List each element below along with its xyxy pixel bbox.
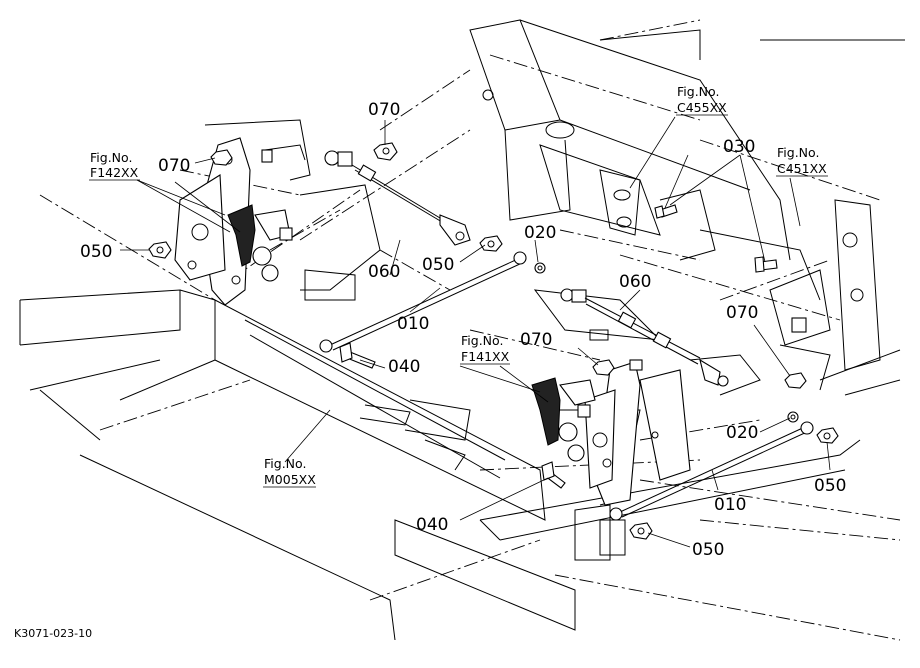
- label-060-right: 060: [619, 272, 651, 292]
- nut-050-right: [816, 427, 839, 444]
- nut-070-right: [784, 372, 807, 389]
- label-050-left: 050: [80, 242, 112, 262]
- figure-references: Fig.No. F142XX Fig.No. C455XX Fig.No. C4…: [89, 84, 828, 488]
- center-lines: [39, 19, 901, 641]
- hardware: [148, 142, 839, 540]
- cable-060-left: [324, 150, 471, 246]
- figref-c455: Fig.No. C455XX: [676, 84, 728, 116]
- figref-m005-prefix: Fig.No.: [264, 456, 306, 471]
- left-lever: [227, 204, 256, 267]
- label-070-right: 070: [726, 303, 758, 323]
- figref-c451-prefix: Fig.No.: [777, 145, 819, 160]
- figref-f141: Fig.No. F141XX: [460, 333, 510, 365]
- figref-f142-code: F142XX: [90, 165, 139, 180]
- nut-070-center: [592, 359, 615, 376]
- nut-050-left: [148, 241, 172, 259]
- right-lever: [531, 377, 561, 446]
- figref-c451: Fig.No. C451XX: [776, 145, 828, 177]
- nut-070-left: [210, 149, 233, 166]
- figref-m005-code: M005XX: [264, 472, 316, 487]
- label-010-right: 010: [714, 495, 746, 515]
- cable-060-right: [560, 288, 729, 387]
- label-040-center: 040: [388, 357, 420, 377]
- figref-f142: Fig.No. F142XX: [89, 150, 140, 181]
- label-050-center: 050: [422, 255, 454, 275]
- label-050-bottom: 050: [692, 540, 724, 560]
- part-labels: 070 070 050 050 020 060 010 040 030 060 …: [80, 100, 846, 560]
- rod-010-right: [609, 421, 814, 521]
- label-060-left: 060: [368, 262, 400, 282]
- label-040-lower: 040: [416, 515, 448, 535]
- leader-lines: [120, 116, 831, 548]
- label-010-center: 010: [397, 314, 429, 334]
- label-070-left: 070: [158, 156, 190, 176]
- label-020-right: 020: [726, 423, 758, 443]
- figref-f142-prefix: Fig.No.: [90, 150, 132, 165]
- label-030: 030: [723, 137, 755, 157]
- figref-c451-code: C451XX: [777, 161, 827, 176]
- rod-010-center: [319, 251, 527, 353]
- label-050-right: 050: [814, 476, 846, 496]
- figref-m005: Fig.No. M005XX: [263, 456, 316, 488]
- figref-f141-code: F141XX: [461, 349, 510, 364]
- left-bracket-assembly: [174, 137, 293, 306]
- figref-f141-prefix: Fig.No.: [461, 333, 503, 348]
- frame-drawing: [19, 19, 905, 641]
- nut-050-bottom: [629, 522, 653, 540]
- figref-c455-prefix: Fig.No.: [677, 84, 719, 99]
- washer-020-center: [534, 262, 546, 274]
- washer-020-right: [787, 411, 799, 423]
- label-070-top: 070: [368, 100, 400, 120]
- nut-070-top: [373, 142, 398, 161]
- nut-050-center: [479, 235, 503, 252]
- label-070-center: 070: [520, 330, 552, 350]
- drawing-code: K3071-023-10: [14, 627, 92, 640]
- label-020-center: 020: [524, 223, 556, 243]
- figref-c455-code: C455XX: [677, 100, 727, 115]
